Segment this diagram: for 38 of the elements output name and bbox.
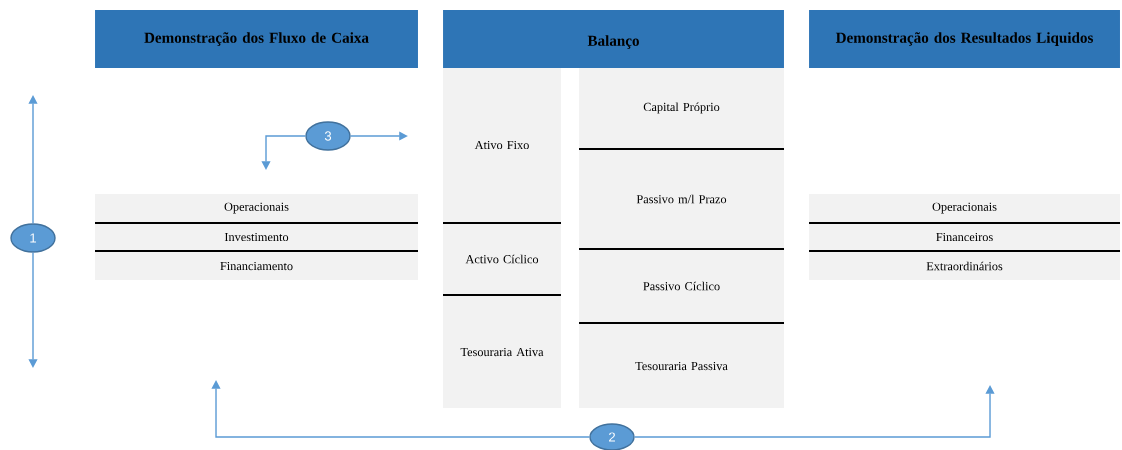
header-bar: Balanço	[443, 10, 784, 68]
node-label: Extraordinários	[926, 261, 1003, 271]
table-cell: Tesouraria Passiva	[579, 324, 784, 408]
arrow	[28, 95, 38, 224]
table-row: Operacionais	[809, 194, 1120, 222]
node-label: Activo Cíclico	[465, 254, 539, 264]
table-cell: Passivo Cíclico	[579, 250, 784, 322]
arrow	[211, 380, 590, 438]
node-label: Financeiros	[936, 232, 993, 242]
node-label: Passivo m/l Prazo	[636, 194, 727, 204]
table-row: Financeiros	[809, 224, 1120, 250]
node-label: Ativo Fixo	[474, 140, 529, 150]
number-oval: 2	[589, 423, 635, 450]
arrow	[350, 131, 408, 141]
node-label: Financiamento	[220, 261, 293, 271]
table-row: Investimento	[95, 224, 418, 250]
node-label: Operacionais	[224, 202, 289, 214]
table-cell: Tesouraria Ativa	[443, 296, 561, 408]
table-row: Financiamento	[95, 252, 418, 280]
node-label: Passivo Cíclico	[643, 281, 720, 291]
arrow	[28, 252, 38, 368]
node-label: Tesouraria Ativa	[460, 347, 544, 357]
node-label: Operacionais	[932, 202, 997, 214]
table-cell: Capital Próprio	[579, 68, 784, 148]
table-cell: Ativo Fixo	[443, 68, 561, 222]
number-oval: 3	[305, 121, 351, 151]
arrow	[634, 385, 995, 438]
table-cell: Passivo m/l Prazo	[579, 150, 784, 248]
header-bar: Demonstração dos Resultados Liquidos	[809, 10, 1120, 68]
table-row: Extraordinários	[809, 252, 1120, 280]
node-label: Capital Próprio	[643, 102, 720, 114]
node-label: Tesouraria Passiva	[635, 361, 728, 371]
header-bar: Demonstração dos Fluxo de Caixa	[95, 10, 418, 68]
table-cell: Activo Cíclico	[443, 224, 561, 294]
table-row: Operacionais	[95, 194, 418, 222]
node-label: Investimento	[224, 232, 289, 242]
number-oval: 1	[10, 223, 56, 253]
arrow	[261, 135, 306, 170]
